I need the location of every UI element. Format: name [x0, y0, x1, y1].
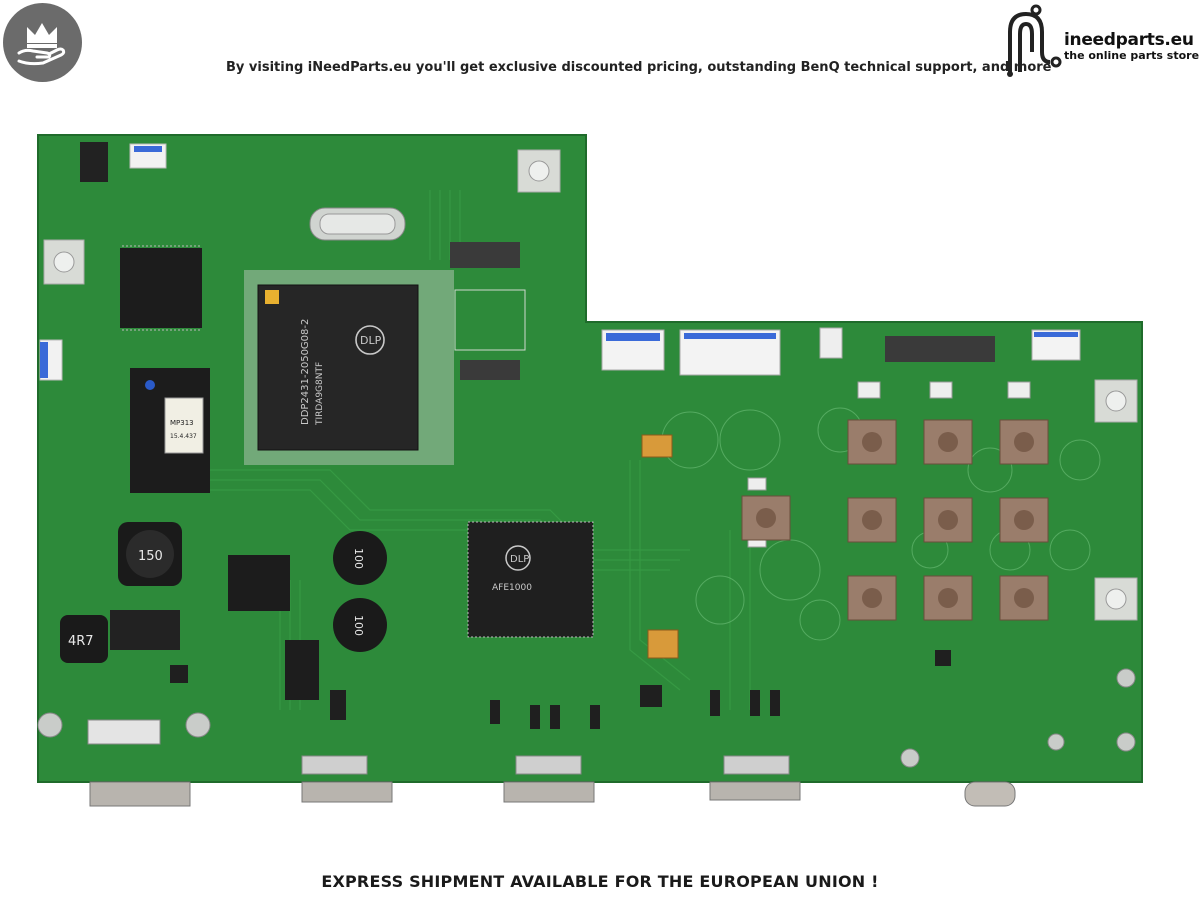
memory-chip-label	[164, 397, 204, 454]
main-chip-marker	[265, 290, 279, 304]
svg-text:TIRDA9G8NTF: TIRDA9G8NTF	[315, 362, 325, 426]
footer-shipping-banner: EXPRESS SHIPMENT AVAILABLE FOR THE EUROP…	[321, 872, 879, 891]
leds	[747, 381, 1031, 548]
smd-components	[170, 650, 951, 729]
main-chip-markings: DDP2431-2050G08-2 TIRDA9G8NTF	[300, 319, 325, 426]
inductor-100-b: 100	[333, 598, 387, 652]
tantalum-cap-2	[647, 629, 679, 659]
svg-text:DDP2431-2050G08-2: DDP2431-2050G08-2	[300, 319, 311, 425]
connector-j12	[80, 142, 108, 182]
svg-text:100: 100	[352, 615, 365, 636]
svg-text:100: 100	[352, 548, 365, 569]
main-chip-logo: DLP	[360, 334, 382, 347]
memory-label-line2: 15.4.437	[170, 433, 197, 440]
connector-j11	[819, 327, 843, 359]
resistor-array	[450, 242, 526, 380]
main-dlp-chip	[257, 284, 419, 451]
memory-chip-logo	[145, 380, 155, 390]
afe-chip-text: AFE1000	[492, 583, 532, 593]
afe-dlp-chip	[467, 521, 594, 638]
header-tagline: By visiting iNeedParts.eu you'll get exc…	[226, 60, 1052, 75]
small-chip-1	[228, 555, 290, 611]
tactile-buttons	[741, 419, 1049, 621]
tantalum-cap-1	[641, 434, 673, 458]
bottom-connectors	[87, 719, 1016, 807]
crown-hand-icon	[17, 23, 66, 66]
svg-text:4R7: 4R7	[68, 634, 94, 649]
crown-hand-badge	[3, 3, 82, 82]
mounting-pads	[43, 149, 1138, 621]
ti-chip	[120, 248, 202, 328]
inductor-4r7: 4R7	[60, 615, 108, 663]
main-chip-logo-ring	[355, 325, 385, 355]
brand-logo[interactable]: ineedparts.eu the online parts store	[1000, 2, 1200, 78]
afe-chip-logo: DLP	[510, 554, 529, 565]
plug-icon	[1007, 4, 1062, 77]
voltage-regulator	[285, 640, 319, 700]
inductor-100-a: 100	[333, 531, 387, 585]
brand-subtitle: the online parts store	[1064, 49, 1200, 62]
pin-header-top	[885, 336, 995, 362]
regulator-chip	[110, 610, 180, 650]
memory-label-line1: MP313	[170, 419, 194, 427]
svg-text:150: 150	[138, 549, 163, 564]
brand-name: ineedparts.eu	[1064, 30, 1194, 50]
pcb-board-image: MP313 15.4.437 DDP2431-2050G08-2 TIRDA9G…	[37, 134, 1143, 807]
inductor-150: 150	[118, 522, 182, 586]
screw-holes	[37, 668, 1136, 768]
